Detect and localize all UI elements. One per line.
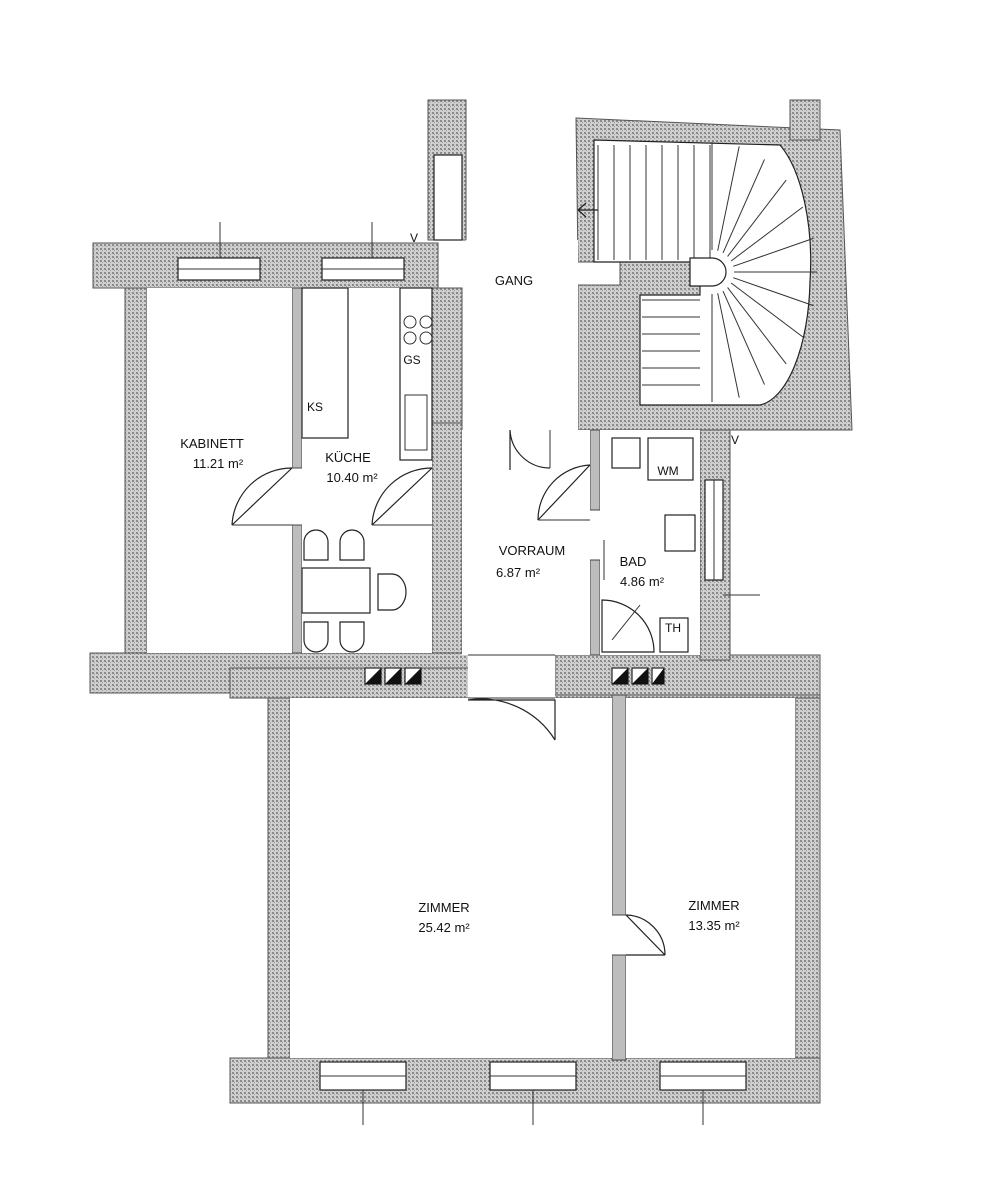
room-name-zimmer-large: ZIMMER [418, 900, 469, 915]
windows [177, 154, 760, 1125]
kitchen-fixtures [301, 287, 433, 653]
fridge-label: KS [307, 400, 323, 414]
bath-fixtures [601, 437, 696, 653]
room-name-zimmer-small: ZIMMER [688, 898, 739, 913]
staircase [577, 139, 817, 406]
vent-label-bath: V [731, 433, 739, 447]
water-heater-label: TH [665, 621, 681, 635]
room-name-vorraum: VORRAUM [499, 543, 565, 558]
room-area-zimmer-large: 25.42 m² [418, 920, 470, 935]
room-name-bad: BAD [620, 554, 647, 569]
room-name-kueche: KÜCHE [325, 450, 371, 465]
doors [231, 429, 666, 956]
room-name-kabinett: KABINETT [180, 436, 244, 451]
stair-step [730, 206, 804, 262]
room-labels: KABINETT 11.21 m² KÜCHE 10.40 m² VORRAUM… [180, 273, 740, 935]
room-area-zimmer-small: 13.35 m² [688, 918, 740, 933]
stair-direction-arrow [577, 202, 598, 218]
stair-step [727, 287, 787, 365]
stair-step [730, 282, 804, 338]
stove-label: GS [403, 353, 420, 367]
fixture-labels: KS GS WM TH V V [307, 231, 739, 635]
washer-label: WM [657, 464, 678, 478]
room-area-bad: 4.86 m² [620, 574, 665, 589]
vent-label-top: V [410, 231, 418, 245]
stair-step [727, 179, 787, 257]
stair-step [733, 277, 814, 307]
room-area-kabinett: 11.21 m² [193, 456, 244, 471]
vent-shafts [364, 667, 665, 685]
room-areas [147, 240, 795, 1058]
room-area-vorraum: 6.87 m² [496, 565, 541, 580]
stair-step [717, 293, 740, 398]
stair-step [733, 237, 814, 267]
room-area-kueche: 10.40 m² [326, 470, 378, 485]
stair-step [722, 290, 765, 385]
stair-step [717, 146, 740, 251]
stair-step [722, 159, 765, 254]
corridor-label: GANG [495, 273, 533, 288]
